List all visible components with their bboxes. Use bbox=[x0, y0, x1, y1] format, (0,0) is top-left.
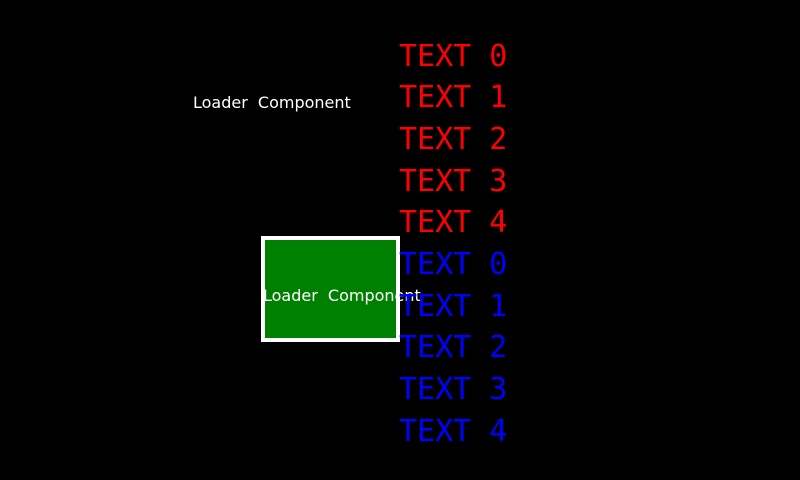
text-list: TEXT 0 TEXT 1 TEXT 2 TEXT 3 TEXT 4 TEXT 0 TEXT… bbox=[399, 36, 507, 453]
text-item-blue-list: TEXT 0 bbox=[399, 246, 508, 282]
text-item-blue-list: TEXT 2 bbox=[399, 330, 508, 366]
loader-component-box: Loader Component bbox=[261, 236, 421, 342]
loader-component-label: Loader Component bbox=[193, 93, 351, 112]
text-item-red-list: TEXT 4 bbox=[399, 205, 508, 241]
text-item-red-list: TEXT 3 bbox=[399, 163, 508, 199]
text-item-red-list: TEXT 2 bbox=[399, 121, 508, 157]
text-item-red-list: TEXT 0 bbox=[399, 38, 508, 74]
loader-component-box-label: Loader Component bbox=[263, 286, 421, 305]
text-item-red-list: TEXT 1 bbox=[399, 80, 508, 116]
text-item-blue-list: TEXT 3 bbox=[399, 371, 508, 407]
text-item-blue-list: TEXT 4 bbox=[399, 413, 508, 449]
text-item-blue-list: TEXT 1 bbox=[399, 288, 508, 324]
